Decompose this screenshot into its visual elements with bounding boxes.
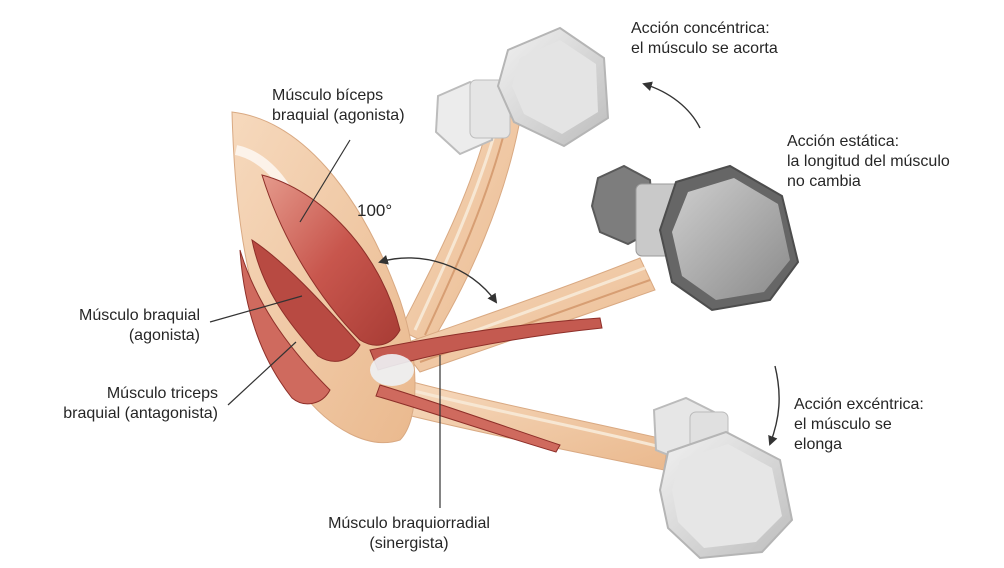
label-biceps: Músculo bíceps braquial (agonista) [272, 86, 405, 126]
upper-arm [232, 112, 602, 452]
label-eccentric: Acción excéntrica: el músculo se elonga [794, 395, 924, 455]
dumbbell-eccentric [654, 398, 792, 558]
label-concentric: Acción concéntrica: el músculo se acorta [631, 19, 778, 59]
forearm-eccentric [395, 380, 668, 470]
label-angle: 100° [357, 201, 392, 221]
label-static: Acción estática: la longitud del músculo… [787, 132, 950, 192]
label-triceps: Músculo triceps braquial (antagonista) [10, 384, 218, 424]
label-brachioradialis: Músculo braquiorradial (sinergista) [314, 514, 504, 554]
concentric-arrow [644, 84, 700, 128]
dumbbell-concentric [436, 28, 608, 154]
eccentric-arrow [770, 366, 779, 444]
label-brachialis: Músculo braquial (agonista) [44, 306, 200, 346]
